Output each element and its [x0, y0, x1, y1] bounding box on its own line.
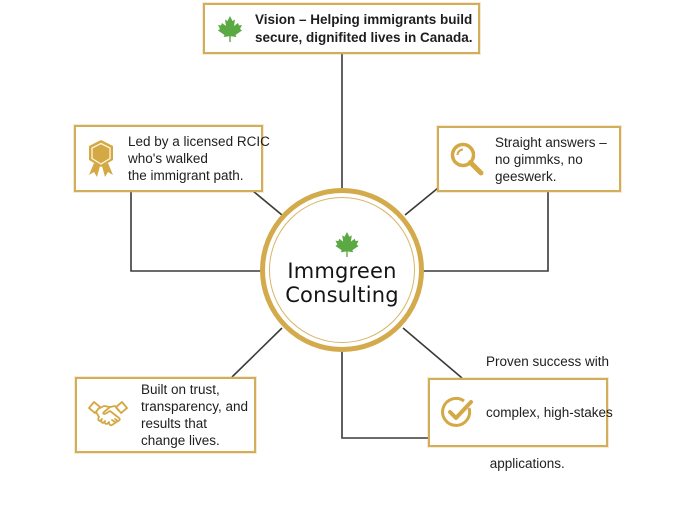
success-line-3: applications. — [486, 456, 565, 471]
connector-answers-elbow — [423, 192, 549, 272]
vision-text: Vision – Helping immigrants build secure… — [255, 11, 473, 47]
licensed-line-2: who's walked — [128, 151, 208, 166]
connector-licensed-diagonal — [252, 190, 283, 216]
trust-line-1: Built on trust, — [141, 382, 220, 397]
answers-line-2: no gimmks, no — [495, 151, 583, 167]
connector-licensed-elbow — [130, 191, 263, 272]
vision-card: Vision – Helping immigrants build secure… — [203, 3, 480, 54]
center-logo-circle: Immgreen Consulting — [260, 188, 424, 352]
trust-text: Built on trust, transparency, and result… — [141, 381, 248, 449]
answers-line-3: geeswerk. — [495, 168, 557, 184]
success-line-2: complex, high-stakes — [486, 405, 613, 420]
connector-success-elbow — [341, 352, 428, 439]
success-text: Proven success with complex, high-stakes… — [486, 319, 613, 506]
connector-lines — [130, 53, 549, 439]
connector-success-diagonal — [402, 327, 463, 379]
company-name: Immgreen Consulting — [265, 259, 419, 307]
magnifier-icon — [449, 141, 485, 177]
licensed-text: Led by a licensed RCIC who's walked the … — [128, 133, 270, 184]
company-name-line-2: Consulting — [285, 283, 399, 307]
connector-trust-diagonal — [231, 327, 283, 378]
handshake-icon — [87, 399, 129, 431]
inner-ring — [269, 197, 415, 343]
check-circle-icon — [440, 396, 474, 430]
vision-line-1: Vision – Helping immigrants build — [255, 11, 473, 27]
answers-line-1: Straight answers – — [495, 134, 607, 150]
answers-text: Straight answers – no gimmks, no geeswer… — [495, 134, 607, 185]
proven-success-card: Proven success with complex, high-stakes… — [428, 354, 613, 471]
trust-card: Built on trust, transparency, and result… — [75, 377, 256, 453]
licensed-line-3: the immigrant path. — [128, 168, 244, 183]
licensed-rcic-card: Led by a licensed RCIC who's walked the … — [74, 125, 270, 192]
connector-answers-diagonal — [404, 187, 439, 216]
success-line-1: Proven success with — [486, 354, 610, 369]
trust-line-3: results that — [141, 416, 208, 431]
trust-line-4: change lives. — [141, 433, 220, 448]
licensed-line-1: Led by a licensed RCIC — [128, 134, 270, 149]
straight-answers-card: Straight answers – no gimmks, no geeswer… — [437, 126, 621, 192]
maple-leaf-icon — [215, 15, 245, 43]
trust-line-2: transparency, and — [141, 399, 249, 414]
award-badge-icon — [86, 139, 116, 179]
vision-line-2: secure, dignifited lives in Canada. — [255, 29, 473, 45]
company-name-line-1: Immgreen — [287, 259, 397, 283]
maple-leaf-icon — [334, 231, 360, 263]
